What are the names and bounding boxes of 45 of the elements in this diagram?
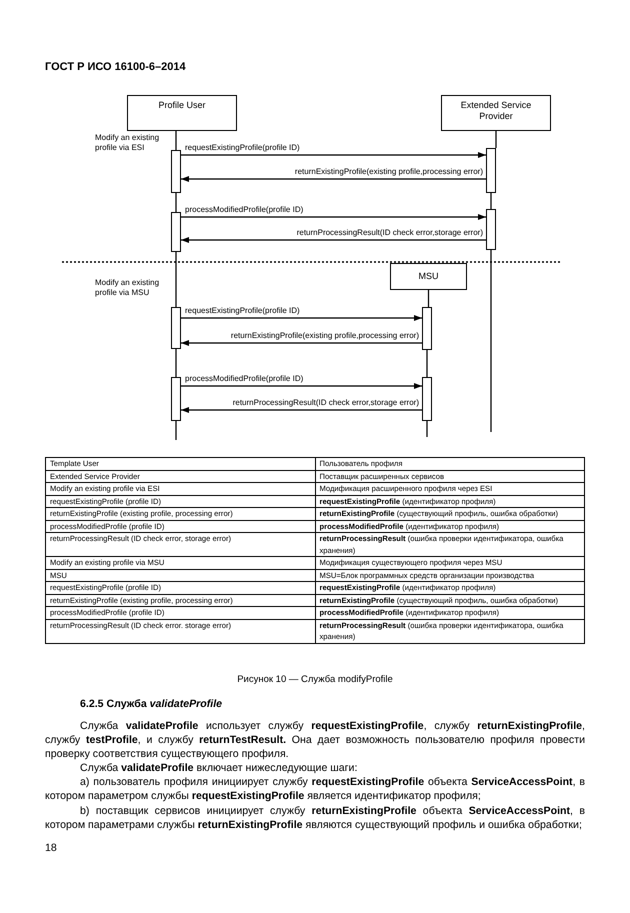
message-arrow — [181, 214, 486, 220]
message-arrow — [181, 315, 422, 321]
paragraph: b) поставщик сервисов инициирует службу returnExistingProfile объекта ServiceAccessPoint, в котором параметрами службы returnExistingProfile являются существующий профиль и ошибка обработки; — [45, 804, 585, 832]
section-note: Modify an existing profile via ESI — [95, 133, 160, 153]
section-heading: 6.2.5 Служба validateProfile — [80, 698, 222, 710]
activation-bar — [422, 377, 432, 421]
lifeline — [490, 193, 492, 209]
lifeline — [175, 252, 177, 307]
lifeline — [175, 131, 177, 150]
figure-caption: Рисунок 10 — Служба modifyProfile — [236, 674, 394, 685]
activation-bar — [171, 377, 181, 421]
activation-bar — [171, 150, 181, 193]
activation-bar — [171, 307, 181, 349]
activation-bar — [486, 148, 496, 193]
message-label: returnExistingProfile(existing profile,processing error) — [294, 167, 484, 177]
lifeline — [495, 131, 497, 148]
participant-box: Profile User — [127, 95, 237, 131]
lifeline — [426, 350, 428, 377]
message-arrow — [181, 176, 486, 182]
page-number: 18 — [45, 842, 57, 854]
page-header: ГОСТ Р ИСО 16100-6–2014 — [45, 61, 186, 73]
lifeline — [428, 290, 430, 307]
message-arrow — [181, 152, 486, 158]
message-label: processModifiedProfile(profile ID) — [184, 205, 304, 215]
message-label: requestExistingProfile(profile ID) — [184, 306, 301, 316]
paragraph: Служба validateProfile использует службу requestExistingProfile, службу returnExistingProfile, службу testProfile, и службу returnTestResult. Она дает возможность пользователю профиля провести проверку соответствия существующего профиля. — [45, 719, 585, 762]
section-note: Modify an existing profile via MSU — [95, 278, 160, 298]
lifeline — [175, 349, 177, 377]
paragraph: Служба validateProfile включает нижеследующие шаги: — [79, 761, 358, 776]
activation-bar — [422, 307, 432, 350]
message-label: returnProcessingResult(ID check error,storage error) — [296, 228, 484, 238]
message-label: processModifiedProfile(profile ID) — [184, 374, 304, 384]
message-arrow — [181, 340, 422, 346]
lifeline — [175, 193, 177, 212]
message-label: returnProcessingResult(ID check error,storage error) — [232, 398, 420, 408]
message-arrow — [181, 237, 486, 243]
message-label: requestExistingProfile(profile ID) — [184, 143, 301, 153]
participant-box: MSU — [390, 263, 467, 290]
activation-bar — [171, 212, 181, 252]
activation-bar — [486, 209, 496, 250]
message-arrow — [181, 407, 422, 413]
paragraph: a) пользователь профиля инициирует службу requestExistingProfile объекта ServiceAccessPoint, в котором параметром службы requestExistingProfile является идентификатор профиля; — [45, 775, 585, 804]
message-label: returnExistingProfile(existing profile,processing error) — [230, 331, 420, 341]
message-arrow — [181, 383, 422, 389]
participant-box: Extended Service Provider — [441, 95, 551, 131]
